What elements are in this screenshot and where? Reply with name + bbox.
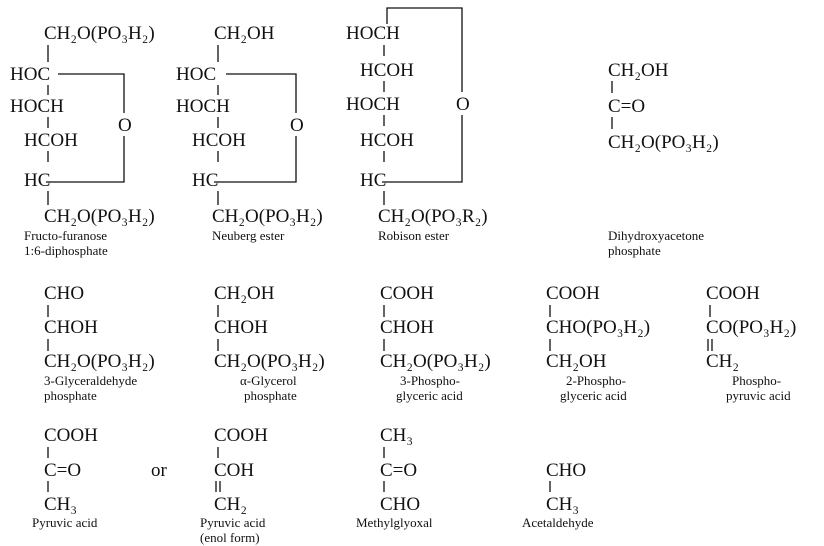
group-text: CH₂ — [706, 351, 739, 372]
group-text: C=O — [44, 460, 81, 481]
group-text: COOH — [706, 283, 760, 304]
ring-bond — [214, 136, 297, 183]
caption-line: phosphate — [608, 243, 661, 258]
structure-methylglyoxal: CH₃ C=O CHO Methylglyoxal — [356, 425, 433, 530]
group-text: CH₃ — [44, 494, 77, 515]
caption-line: Robison ester — [378, 228, 450, 243]
group-text: CH₂OH — [214, 283, 275, 304]
structure-2-phosphoglyceric-acid: COOH CHO(PO₃H₂) CH₂OH 2-Phospho- glyceri… — [546, 283, 650, 403]
group-text: HOC — [10, 64, 50, 85]
structure-acetaldehyde: CHO CH₃ Acetaldehyde — [522, 460, 594, 530]
group-text: CHOH — [44, 317, 98, 338]
group-text: HC — [192, 170, 218, 191]
group-text: COOH — [44, 425, 98, 446]
ring-oxygen: O — [118, 115, 132, 136]
caption-line: (enol form) — [200, 530, 260, 545]
group-text: HCOH — [192, 130, 246, 151]
group-text: COH — [214, 460, 254, 481]
group-text: CH₃ — [546, 494, 579, 515]
ring-bond — [46, 136, 125, 183]
structure-3-glyceraldehyde-phosphate: CHO CHOH CH₂O(PO₃H₂) 3-Glyceraldehyde ph… — [44, 283, 155, 403]
ring-bond — [382, 115, 463, 183]
group-text: CH₃ — [380, 425, 413, 446]
caption-line: pyruvic acid — [726, 388, 791, 403]
caption-line: 3-Glyceraldehyde — [44, 373, 137, 388]
caption-line: Pyruvic acid — [32, 515, 98, 530]
structure-pyruvic-acid-enol: COOH COH CH₂ Pyruvic acid (enol form) — [200, 425, 268, 545]
group-text: CH₂O(PO₃H₂) — [44, 23, 155, 44]
structure-robison-ester: HOCH HCOH HOCH HCOH HC CH₂O(PO₃R₂) O Rob… — [346, 7, 488, 243]
group-text: CH₂ — [214, 494, 247, 515]
group-text: CH₂O(PO₃H₂) — [44, 206, 155, 227]
group-text: CHO(PO₃H₂) — [546, 317, 650, 338]
group-text: CHO — [44, 283, 84, 304]
structure-fructo-furanose-diphosphate: CH₂O(PO₃H₂) HOC HOCH HCOH HC CH₂O(PO₃H₂)… — [10, 23, 155, 258]
structure-phosphopyruvic-acid: COOH CO(PO₃H₂) CH₂ Phospho- pyruvic acid — [706, 283, 796, 403]
caption-line: glyceric acid — [560, 388, 627, 403]
structure-pyruvic-acid: COOH C=O CH₃ Pyruvic acid — [32, 425, 98, 530]
caption-line: Fructo-furanose — [24, 228, 107, 243]
or-connector: or — [151, 460, 168, 481]
caption-line: 3-Phospho- — [400, 373, 460, 388]
group-text: HOCH — [346, 94, 400, 115]
group-text: COOH — [380, 283, 434, 304]
caption-line: Acetaldehyde — [522, 515, 594, 530]
caption-line: 1:6-diphosphate — [24, 243, 108, 258]
group-text: C=O — [608, 96, 645, 117]
group-text: CHOH — [380, 317, 434, 338]
group-text: HCOH — [360, 60, 414, 81]
group-text: CHOH — [214, 317, 268, 338]
group-text: CH₂O(PO₃H₂) — [608, 132, 719, 153]
group-text: HOCH — [176, 96, 230, 117]
group-text: CHO — [546, 460, 586, 481]
group-text: C=O — [380, 460, 417, 481]
group-text: CH₂O(PO₃H₂) — [212, 206, 323, 227]
group-text: HC — [24, 170, 50, 191]
caption-line: Methylglyoxal — [356, 515, 433, 530]
group-text: HC — [360, 170, 386, 191]
group-text: COOH — [546, 283, 600, 304]
structure-3-phosphoglyceric-acid: COOH CHOH CH₂O(PO₃H₂) 3-Phospho- glyceri… — [380, 283, 491, 403]
group-text: COOH — [214, 425, 268, 446]
group-text: CO(PO₃H₂) — [706, 317, 796, 338]
caption-line: Pyruvic acid — [200, 515, 266, 530]
group-text: CH₂O(PO₃R₂) — [378, 206, 488, 227]
caption-line: phosphate — [44, 388, 97, 403]
group-text: CH₂OH — [214, 23, 275, 44]
caption-line: glyceric acid — [396, 388, 463, 403]
group-text: CH₂O(PO₃H₂) — [380, 351, 491, 372]
group-text: HCOH — [24, 130, 78, 151]
ring-bond — [386, 7, 463, 92]
caption-line: α-Glycerol — [240, 373, 297, 388]
group-text: CH₂OH — [546, 351, 607, 372]
structure-alpha-glycerol-phosphate: CH₂OH CHOH CH₂O(PO₃H₂) α-Glycerol phosph… — [214, 283, 325, 403]
structure-neuberg-ester: CH₂OH HOC HOCH HCOH HC CH₂O(PO₃H₂) O Neu… — [176, 23, 323, 243]
structure-dihydroxyacetone-phosphate: CH₂OH C=O CH₂O(PO₃H₂) Dihydroxyacetone p… — [608, 60, 719, 258]
ring-bond — [226, 73, 297, 113]
group-text: HOC — [176, 64, 216, 85]
group-text: CH₂O(PO₃H₂) — [44, 351, 155, 372]
group-text: HOCH — [346, 23, 400, 44]
caption-line: Dihydroxyacetone — [608, 228, 704, 243]
caption-line: 2-Phospho- — [566, 373, 626, 388]
ring-oxygen: O — [456, 94, 470, 115]
group-text: CH₂O(PO₃H₂) — [214, 351, 325, 372]
group-text: CH₂OH — [608, 60, 669, 81]
group-text: HOCH — [10, 96, 64, 117]
ring-bond — [58, 73, 125, 113]
caption-line: Phospho- — [732, 373, 781, 388]
caption-line: Neuberg ester — [212, 228, 285, 243]
group-text: HCOH — [360, 130, 414, 151]
caption-line: phosphate — [244, 388, 297, 403]
ring-oxygen: O — [290, 115, 304, 136]
group-text: CHO — [380, 494, 420, 515]
